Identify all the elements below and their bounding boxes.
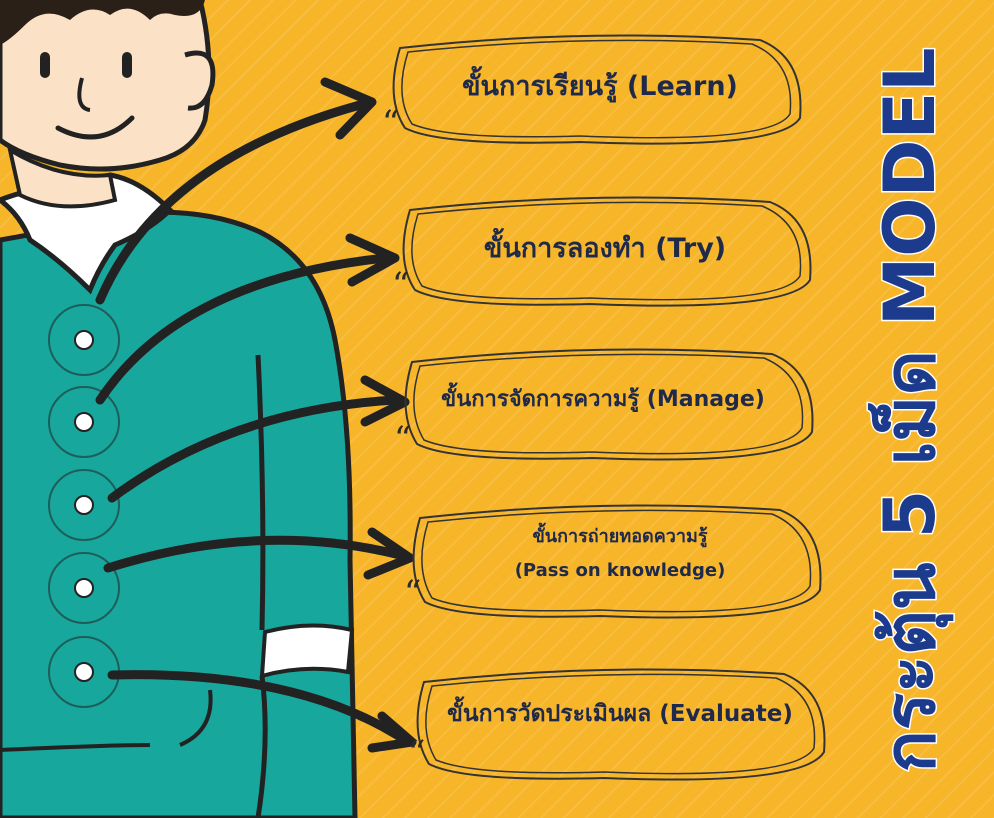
vertical-title: กระตุ้น 5 เม็ด MODEL xyxy=(866,46,956,774)
arrows xyxy=(95,77,417,753)
speech-bubble-outline xyxy=(416,668,826,781)
step-2-bubble: “ ขั้นการลองทำ (Try) xyxy=(390,188,812,316)
step-4-bubble: “ ขั้นการถ่ายทอดความรู้ (Pass on knowled… xyxy=(400,496,822,628)
step-4-label-line2: (Pass on knowledge) xyxy=(514,560,726,581)
step-1-label: ขั้นการเรียนรู้ (Learn) xyxy=(462,70,738,102)
right-eye xyxy=(122,52,132,78)
step-5-label: ขั้นการวัดประเมินผล (Evaluate) xyxy=(447,701,793,727)
quote-mark-icon: “ xyxy=(392,265,410,305)
speech-bubble-outline xyxy=(402,196,812,307)
quote-mark-icon: “ xyxy=(404,573,422,613)
quote-mark-icon: “ xyxy=(394,419,412,459)
speech-bubble-outline xyxy=(392,34,802,145)
step-3-label: ขั้นการจัดการความรู้ (Manage) xyxy=(441,386,765,412)
step-3-bubble: “ ขั้นการจัดการความรู้ (Manage) xyxy=(392,340,814,470)
step-2-label: ขั้นการลองทำ (Try) xyxy=(483,232,727,264)
title-text: กระตุ้น 5 เม็ด MODEL xyxy=(867,48,954,773)
speech-bubble-outline xyxy=(412,504,822,619)
hair xyxy=(0,0,205,45)
step-4-label-line1: ขั้นการถ่ายทอดความรู้ xyxy=(532,525,708,547)
quote-mark-icon: “ xyxy=(408,733,426,773)
shirt-buttons xyxy=(48,304,120,708)
sleeve-cuff xyxy=(259,623,355,679)
step-5-bubble: “ ขั้นการวัดประเมินผล (Evaluate) xyxy=(404,660,826,790)
speech-bubble-outline xyxy=(404,348,814,461)
face xyxy=(0,0,212,172)
left-eye xyxy=(40,52,50,78)
quote-mark-icon: “ xyxy=(382,103,400,143)
shirt xyxy=(0,209,358,818)
step-1-bubble: “ ขั้นการเรียนรู้ (Learn) xyxy=(380,28,802,156)
